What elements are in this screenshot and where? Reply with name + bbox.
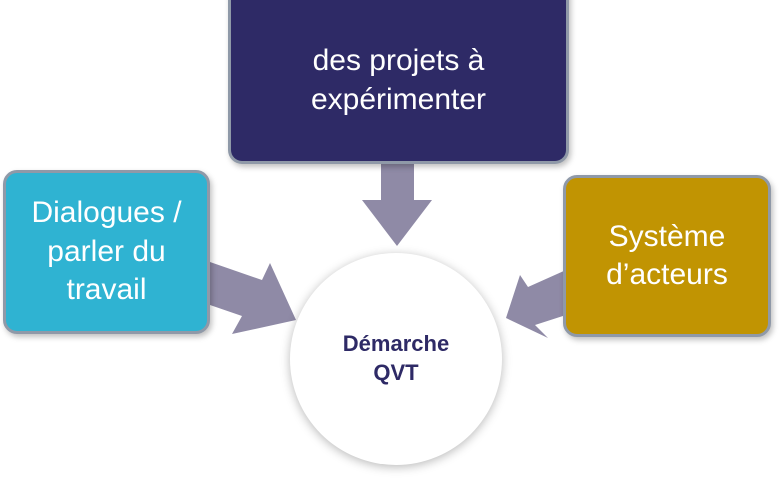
box-systeme-acteurs: Système d’acteurs [563, 175, 771, 337]
center-label: Démarche QVT [342, 331, 450, 385]
box-systeme-acteurs-label: Système d’acteurs [606, 219, 728, 291]
arrow-top-to-center [362, 164, 432, 246]
box-projets-label: des projets à expérimenter [310, 44, 487, 116]
arrow-right-to-center [506, 270, 566, 338]
arrow-left-to-center [210, 262, 296, 334]
box-dialogues-label: Dialogues / parler du travail [31, 196, 182, 307]
center-circle: Démarche QVT [290, 253, 502, 465]
box-dialogues: Dialogues / parler du travail [3, 170, 210, 334]
box-projets: des projets à expérimenter [228, 0, 569, 164]
